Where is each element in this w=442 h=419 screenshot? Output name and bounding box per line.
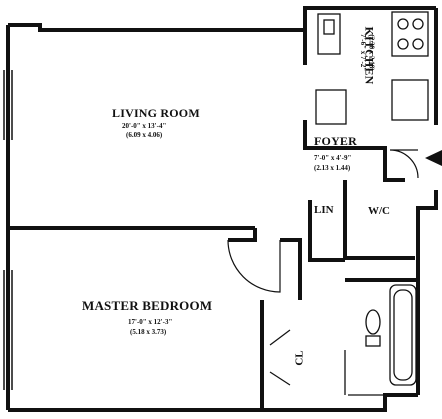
- master-bedroom-dimensions-metric: (5.18 x 3.73): [130, 328, 167, 336]
- living-room-dimensions-metric: (6.09 x 4.06): [126, 131, 163, 139]
- entry-arrow: [425, 150, 442, 166]
- foyer-label: FOYER: [314, 134, 357, 148]
- linen-closet-label: LIN: [314, 204, 334, 216]
- living-room-dimensions: 20'-0" x 13'-4": [122, 122, 167, 130]
- master-bedroom-dimensions: 17'-0" x 12'-3": [128, 318, 173, 326]
- kitchen-fixtures: [315, 11, 429, 125]
- bath-fixtures: [344, 284, 417, 396]
- doors: [227, 149, 419, 386]
- wc-label: W/C: [368, 205, 390, 217]
- closet-label: CL: [293, 350, 306, 366]
- foyer-dimensions-metric: (2.13 x 1.44): [314, 164, 351, 172]
- window-marks: [3, 70, 13, 390]
- walls: [6, 6, 438, 412]
- foyer-dimensions: 7'-0" x 4'-9": [314, 154, 352, 162]
- master-bedroom-label: MASTER BEDROOM: [82, 298, 213, 313]
- kitchen-dimensions-metric: (2.28 x 2.18): [367, 34, 376, 71]
- living-room-label: LIVING ROOM: [112, 106, 200, 120]
